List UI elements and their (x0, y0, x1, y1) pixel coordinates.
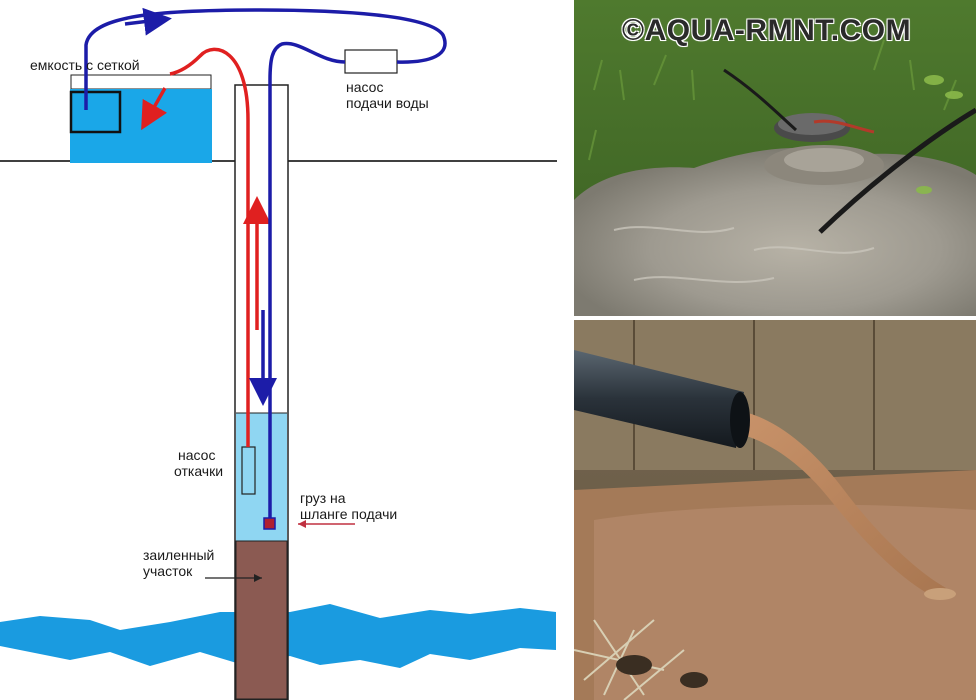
weight-label-1: груз на (300, 490, 346, 506)
drain-pump-label-2: откачки (174, 463, 223, 479)
silt-section (235, 540, 288, 700)
well-water (236, 413, 287, 541)
tank-water (70, 89, 212, 163)
supply-arrow-top (124, 7, 172, 36)
supply-pump-label-2: подачи воды (346, 95, 429, 111)
drain-hose (169, 47, 250, 447)
hose-weight (263, 517, 276, 530)
drain-pump-label-1: насос (178, 447, 215, 463)
drain-arrow-into-tank (141, 87, 168, 131)
supply-pump-label-1: насос (346, 79, 383, 95)
photo-pipe-muddy-water (574, 320, 976, 700)
watermark: ©AQUA-RMNT.COM (622, 14, 912, 47)
mesh-box (69, 90, 122, 134)
tank-label: емкость с сеткой (30, 57, 140, 73)
silt-label-2: участок (143, 563, 193, 579)
supply-pump (344, 49, 398, 74)
weight-label-2: шланге подачи (300, 506, 397, 522)
supply-hose (84, 8, 447, 524)
photo-well-head-mud: ©AQUA-RMNT.COM (574, 0, 976, 316)
tank-frame (70, 74, 212, 90)
well-cleaning-diagram: емкость с сеткой насос подачи воды насос… (0, 7, 557, 700)
silt-label-1: заиленный (143, 547, 214, 563)
